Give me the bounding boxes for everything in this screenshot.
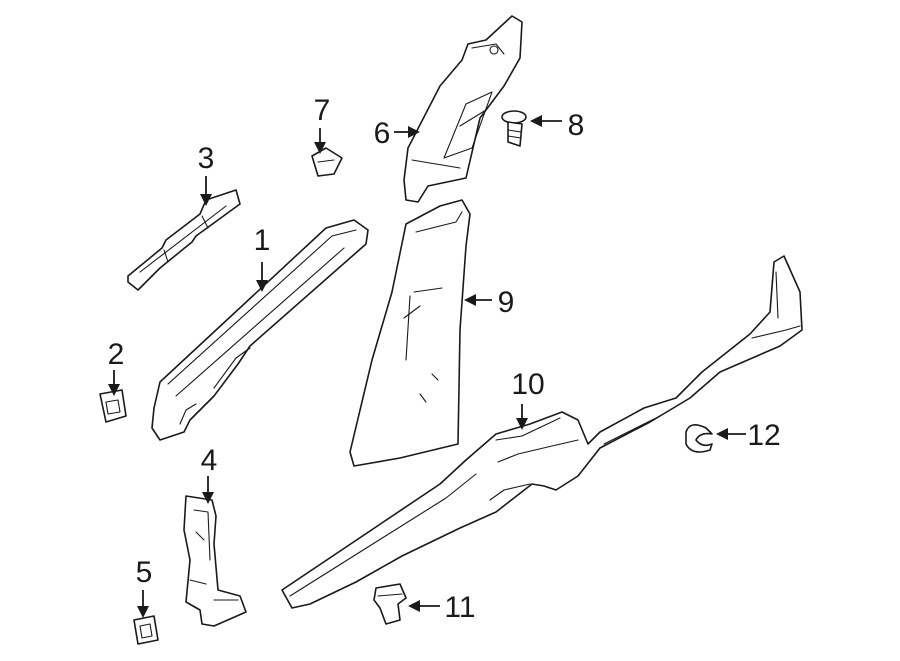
callout-labels: 1 2 3 4 5 6 7 8 9 10 11 12 [108,94,781,624]
callout-9: 9 [498,286,515,319]
arrowhead-9 [464,294,476,306]
arrowhead-7 [314,142,326,154]
callout-7: 7 [314,94,331,127]
callout-5: 5 [136,556,153,589]
callout-2: 2 [108,338,125,371]
callout-6: 6 [374,117,391,150]
callout-10: 10 [511,368,544,401]
callout-leaders [108,115,746,618]
arrowhead-2 [108,384,120,396]
arrowhead-3 [200,194,212,206]
part-10-sill-trim [281,255,803,609]
part-8-fastener [501,110,527,147]
callout-3: 3 [198,142,215,175]
callout-11: 11 [444,591,475,624]
part-4-bracket [183,495,247,627]
arrowhead-4 [202,492,214,504]
arrowhead-5 [137,606,149,618]
part-5-clip [133,615,159,645]
callout-12: 12 [747,419,780,452]
arrowhead-6 [408,126,420,138]
callout-8: 8 [568,109,585,142]
part-9-lower-pillar-trim [349,199,471,467]
arrowhead-11 [408,600,420,612]
arrowhead-10 [516,418,528,430]
callout-1: 1 [254,224,271,257]
arrowhead-1 [256,280,268,292]
part-6-upper-pillar-trim [403,15,523,203]
arrowhead-12 [716,428,728,440]
callout-4: 4 [201,444,218,477]
part-1-pillar-trim [151,219,369,441]
part-12-clip [685,424,713,453]
part-2-clip [99,389,127,423]
arrowhead-8 [530,115,542,127]
part-3-trim-strip [127,189,241,291]
part-11-clip [373,583,407,625]
part-7-clip [311,147,343,177]
